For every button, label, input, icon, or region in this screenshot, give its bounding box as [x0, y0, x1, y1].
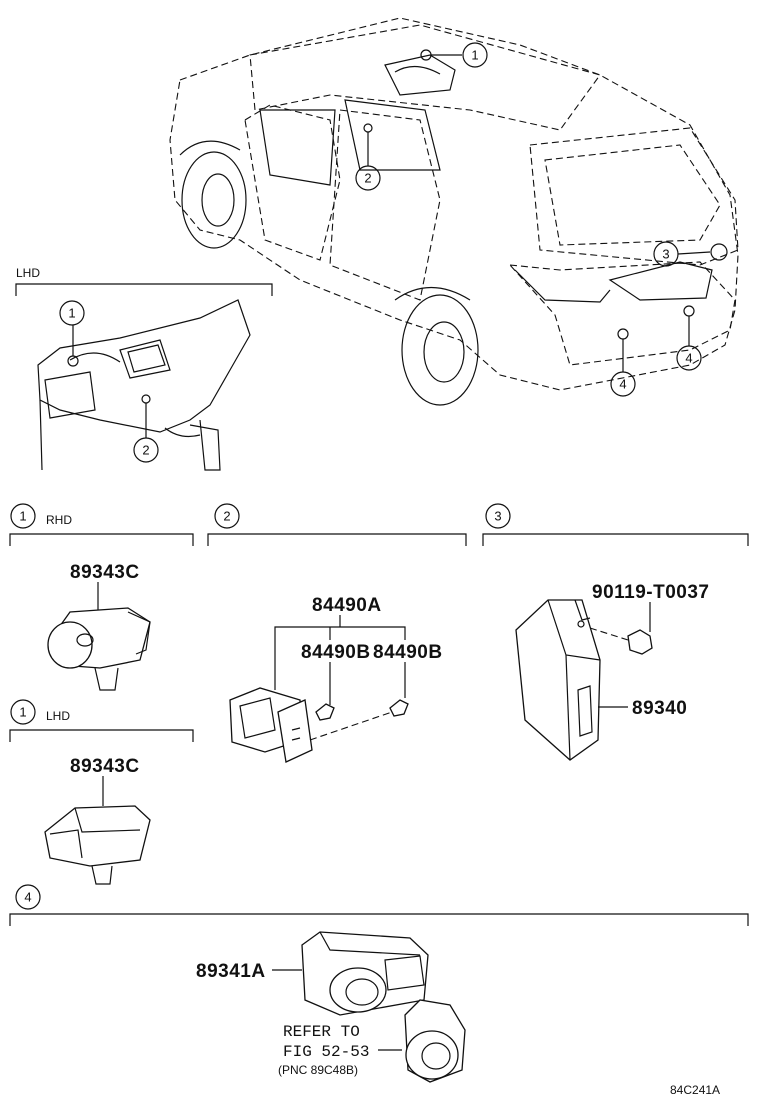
figure-code: 84C241A: [670, 1083, 720, 1097]
callout-1-label: 1: [68, 306, 75, 321]
section-1-lhd: 1 LHD 89343C: [9, 699, 194, 885]
lhd-dash-view: LHD 1 2: [15, 266, 273, 471]
part-number-84490b: 84490B: [373, 642, 443, 663]
callout-2-label: 2: [142, 443, 149, 458]
part-number-89341a: 89341A: [196, 961, 266, 982]
section-4: 4 89341A REFER TO FIG 52-53 (PNC 89C48B): [9, 884, 749, 1083]
lhd-view-label: LHD: [16, 266, 40, 280]
part-number-89343c: 89343C: [70, 756, 140, 777]
callout-1-label: 1: [471, 48, 478, 63]
section-1-number: 1: [19, 705, 26, 720]
section-3-number: 3: [494, 509, 501, 524]
part-number-90119-t0037: 90119-T0037: [592, 582, 710, 603]
vehicle-overview: 1 2 3 4 4: [169, 17, 739, 406]
part-number-89343c: 89343C: [70, 562, 140, 583]
refer-line-1: REFER TO: [283, 1023, 360, 1041]
section-2-number: 2: [223, 509, 230, 524]
refer-line-2: FIG 52-53: [283, 1043, 369, 1061]
section-1-number: 1: [19, 509, 26, 524]
part-number-89340: 89340: [632, 698, 687, 719]
section-3: 3 90119-T0037 89340: [482, 503, 749, 761]
section-1-rhd: 1 RHD 89343C: [9, 503, 194, 691]
section-2: 2 84490A 84490B 84490B: [207, 503, 467, 763]
refer-line-3: (PNC 89C48B): [278, 1063, 358, 1077]
callout-4-label: 4: [619, 377, 626, 392]
section-4-number: 4: [24, 890, 31, 905]
part-number-84490b: 84490B: [301, 642, 371, 663]
section-1-tag: LHD: [46, 709, 70, 723]
callout-2-label: 2: [364, 171, 371, 186]
part-number-84490a: 84490A: [312, 595, 382, 616]
callout-3-label: 3: [662, 247, 669, 262]
callout-4-label: 4: [685, 351, 692, 366]
section-1-tag: RHD: [46, 513, 72, 527]
